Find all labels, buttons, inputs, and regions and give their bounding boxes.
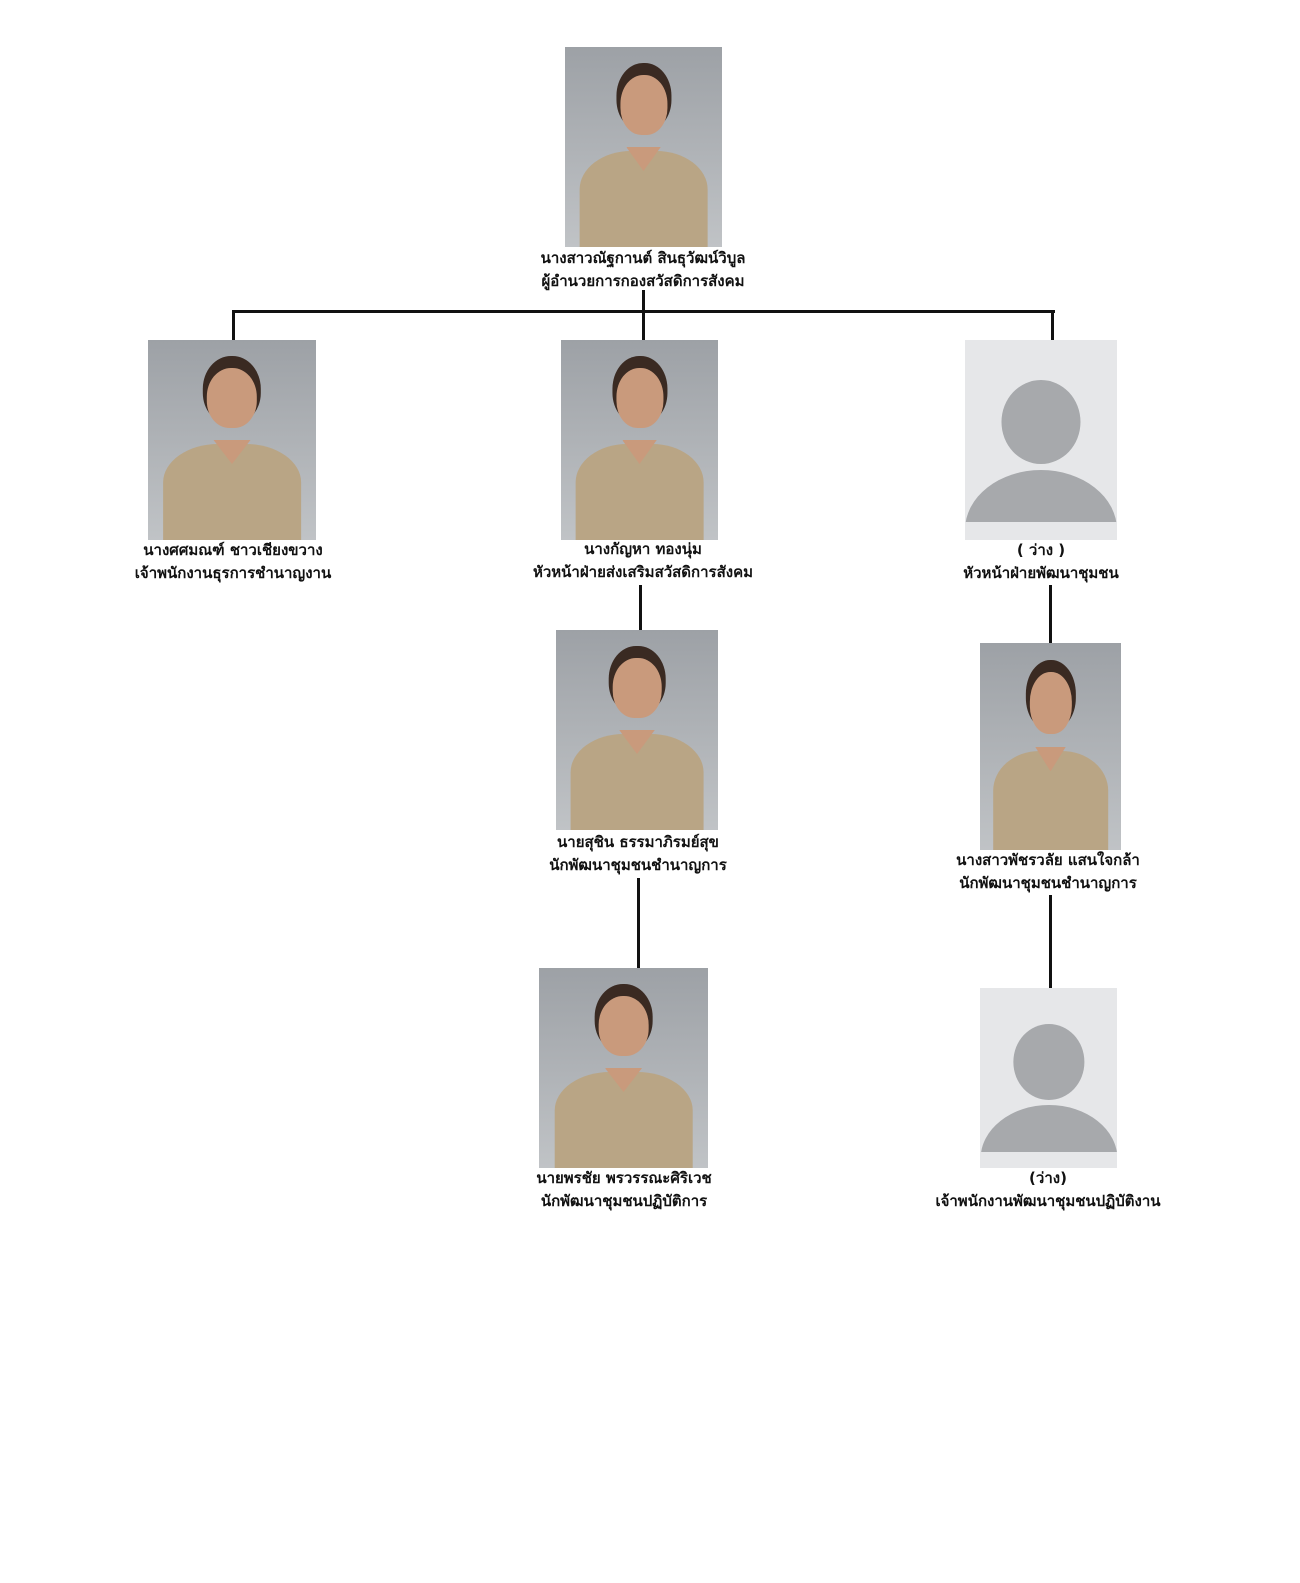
person-position: นักพัฒนาชุมชนชำนาญการ [959, 874, 1137, 892]
person-position: เจ้าพนักงานพัฒนาชุมชนปฏิบัติงาน [935, 1192, 1161, 1210]
director-label: นางสาวณัฐกานต์ สินธุวัฒน์วิบูล ผู้อำนวยก… [463, 247, 823, 293]
person-name: นางกัญหา ทองนุ่ม [584, 540, 702, 558]
connector [637, 878, 640, 968]
connector [642, 290, 645, 340]
community-staff2-label: (ว่าง) เจ้าพนักงานพัฒนาชุมชนปฏิบัติงาน [868, 1167, 1228, 1213]
person-position: หัวหน้าฝ่ายส่งเสริมสวัสดิการสังคม [532, 563, 754, 581]
person-name: ( ว่าง ) [1016, 541, 1066, 559]
connector [1049, 585, 1052, 643]
person-position: เจ้าพนักงานธุรการชำนาญงาน [134, 564, 332, 582]
connector [232, 310, 235, 340]
person-name: (ว่าง) [1029, 1169, 1067, 1187]
welfare-staff2-photo [539, 968, 708, 1168]
admin-label: นางศศมณฑ์ ชาวเชียงขวาง เจ้าพนักงานธุรการ… [53, 539, 413, 585]
connector [1051, 310, 1054, 340]
connector [1049, 895, 1052, 988]
admin-photo [148, 340, 316, 540]
connector [639, 585, 642, 630]
vacant-avatar-icon [965, 340, 1117, 540]
person-name: นางสาวพัชรวลัย แสนใจกล้า [956, 851, 1140, 869]
connector [232, 310, 1055, 313]
director-photo [565, 47, 722, 247]
community-staff1-photo [980, 643, 1121, 850]
person-position: ผู้อำนวยการกองสวัสดิการสังคม [541, 272, 745, 290]
person-name: นายพรชัย พรวรรณะศิริเวช [536, 1169, 712, 1187]
person-position: หัวหน้าฝ่ายพัฒนาชุมชน [963, 564, 1119, 582]
welfare-staff2-label: นายพรชัย พรวรรณะศิริเวช นักพัฒนาชุมชนปฏิ… [444, 1167, 804, 1213]
welfare-staff1-photo [556, 630, 718, 830]
vacant-avatar-icon [980, 988, 1117, 1168]
person-name: นายสุชิน ธรรมาภิรมย์สุข [557, 833, 719, 851]
person-position: นักพัฒนาชุมชนชำนาญการ [549, 856, 727, 874]
community-staff1-label: นางสาวพัชรวลัย แสนใจกล้า นักพัฒนาชุมชนชำ… [868, 849, 1228, 895]
person-name: นางสาวณัฐกานต์ สินธุวัฒน์วิบูล [540, 249, 746, 267]
welfare-head-label: นางกัญหา ทองนุ่ม หัวหน้าฝ่ายส่งเสริมสวัส… [463, 538, 823, 584]
person-name: นางศศมณฑ์ ชาวเชียงขวาง [143, 541, 323, 559]
welfare-staff1-label: นายสุชิน ธรรมาภิรมย์สุข นักพัฒนาชุมชนชำน… [458, 831, 818, 877]
community-head-label: ( ว่าง ) หัวหน้าฝ่ายพัฒนาชุมชน [861, 539, 1221, 585]
person-position: นักพัฒนาชุมชนปฏิบัติการ [540, 1192, 708, 1210]
welfare-head-photo [561, 340, 718, 540]
